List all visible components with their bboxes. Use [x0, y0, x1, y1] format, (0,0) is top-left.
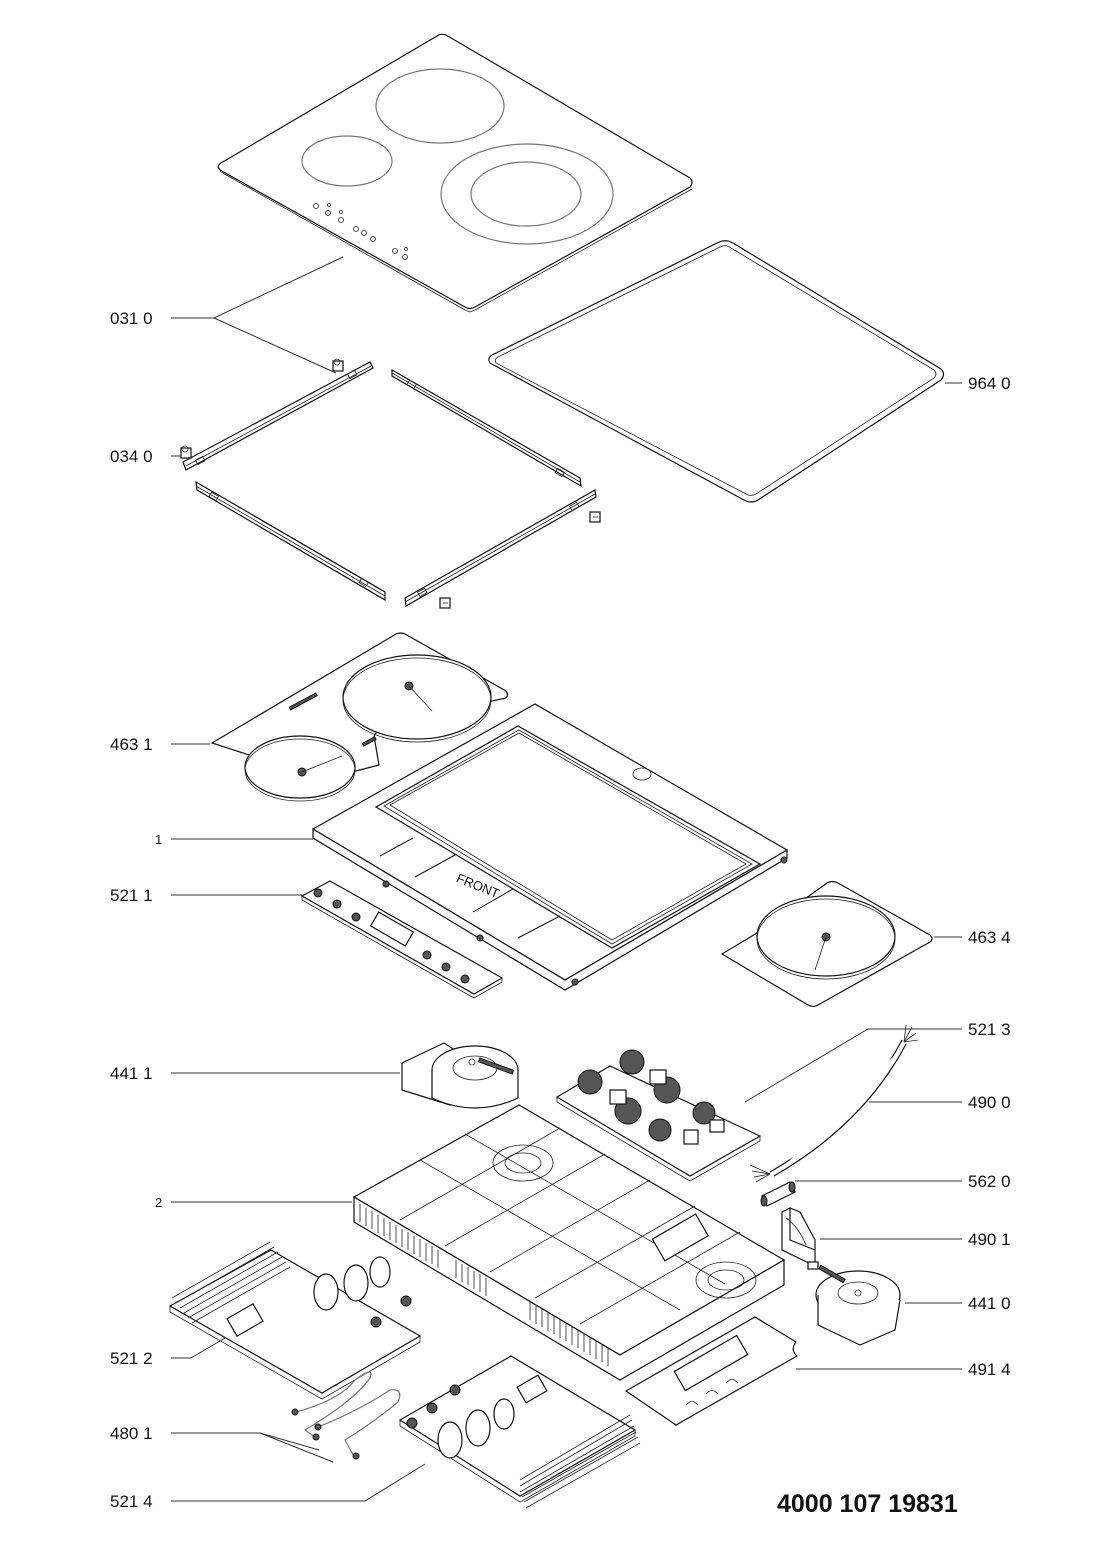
control-board[interactable] — [300, 880, 504, 999]
power-cable[interactable] — [749, 1024, 919, 1183]
document-number: 4000 107 19831 — [777, 1490, 958, 1518]
bottom-cover-plate[interactable] — [624, 1316, 799, 1426]
filter-board[interactable] — [555, 1049, 762, 1182]
cable-wire-ends — [749, 1024, 919, 1183]
support-frame[interactable]: FRONT — [311, 703, 789, 991]
glass-ceramic-top[interactable] — [217, 33, 693, 313]
leader-lines — [171, 256, 962, 1502]
cooling-fan-lower[interactable] — [807, 1261, 901, 1346]
callout-2: 2 — [155, 1195, 162, 1210]
cooling-fan-upper[interactable] — [401, 1042, 519, 1109]
callout-480-1: 480 1 — [110, 1424, 153, 1443]
callout-491-4: 491 4 — [968, 1360, 1011, 1379]
frame-clip — [589, 511, 601, 523]
frame-clip — [439, 597, 451, 609]
callout-441-1: 441 1 — [110, 1064, 153, 1083]
induction-coil-plate-single[interactable] — [720, 880, 933, 1008]
power-board-left[interactable] — [168, 1241, 422, 1400]
callout-490-1: 490 1 — [968, 1230, 1011, 1249]
callout-562-0: 562 0 — [968, 1172, 1011, 1191]
bottom-housing[interactable] — [352, 1104, 786, 1381]
cable-clamp[interactable] — [781, 1207, 816, 1267]
frame-clip — [180, 445, 192, 459]
wiring-harness[interactable] — [291, 1371, 401, 1460]
power-board-right[interactable] — [398, 1355, 641, 1509]
cooking-zone-right-outer — [440, 143, 614, 245]
heatsink-fins — [359, 1204, 609, 1366]
heatsink-fins-left — [171, 1241, 291, 1324]
frame-clip — [332, 358, 344, 372]
housing-grid — [399, 1127, 741, 1325]
gasket[interactable] — [488, 240, 945, 503]
callout-1: 1 — [155, 832, 162, 847]
callout-031-0: 031 0 — [110, 309, 153, 328]
callout-463-4: 463 4 — [968, 928, 1011, 947]
callout-463-1: 463 1 — [110, 735, 153, 754]
callout-521-3: 521 3 — [968, 1020, 1011, 1039]
callout-034-0: 034 0 — [110, 447, 153, 466]
cooking-zone-left — [301, 135, 393, 187]
induction-coil-plate-double[interactable] — [210, 632, 509, 802]
fuse[interactable] — [760, 1181, 796, 1207]
touch-control-indicators — [313, 203, 408, 260]
callout-964-0: 964 0 — [968, 374, 1011, 393]
callout-521-1: 521 1 — [110, 886, 153, 905]
cooking-zone-rear — [375, 68, 505, 144]
callout-441-0: 441 0 — [968, 1294, 1011, 1313]
callout-521-2: 521 2 — [110, 1349, 153, 1368]
heatsink-fins-right — [519, 1414, 641, 1509]
callout-490-0: 490 0 — [968, 1093, 1011, 1112]
callout-labels: 031 0 034 0 964 0 463 1 1 521 1 463 4 44… — [110, 309, 1011, 1511]
callout-521-4: 521 4 — [110, 1492, 153, 1511]
cooking-zone-right-inner — [470, 161, 582, 227]
side-frame-profiles[interactable] — [180, 358, 601, 609]
